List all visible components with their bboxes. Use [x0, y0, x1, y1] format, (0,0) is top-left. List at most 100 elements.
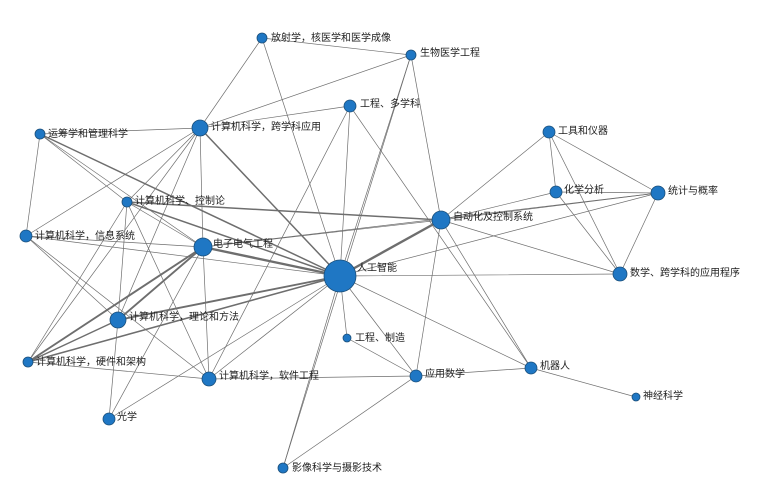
edge-robotics-neuro: [530, 367, 637, 398]
edge-instruments-stats: [548, 131, 659, 194]
edge-applied_math-eng_mfg: [346, 337, 417, 377]
node-neuro[interactable]: [631, 392, 641, 402]
edge-cs_sw-cs_hw: [27, 361, 210, 380]
edge-ai-auto: [338, 218, 443, 278]
edge-cs_theory-cs_info: [25, 235, 119, 321]
node-radiology[interactable]: [256, 32, 268, 44]
node-label-math-interdisc: 数学、跨学科的应用程序: [630, 266, 740, 279]
edge-ee-or: [39, 133, 204, 248]
edge-auto-biomed: [410, 54, 442, 221]
node-label-ee: 电子电气工程: [213, 237, 273, 250]
node-label-applied-math: 应用数学: [425, 367, 465, 380]
edge-ai-robotics: [339, 275, 532, 369]
edge-ai-optics: [108, 275, 341, 420]
edge-chem-stats: [555, 191, 659, 194]
edge-ai-biomed: [339, 54, 412, 277]
edge-instruments-math_interdisc: [548, 131, 621, 275]
edge-cs_control-cs_sw: [126, 201, 210, 380]
edge-cs_theory-cs_hw: [27, 319, 119, 363]
edge-robotics-eng_multi: [349, 105, 532, 369]
node-chem[interactable]: [549, 185, 563, 199]
node-label-cs-control: 计算机科学、控制论: [135, 194, 225, 207]
node-cs-interdisc[interactable]: [191, 119, 209, 137]
node-robotics[interactable]: [524, 361, 538, 375]
edge-cs_info-cs_sw: [25, 235, 210, 380]
node-label-biomed: 生物医学工程: [420, 46, 480, 59]
edge-ai-stats: [339, 192, 659, 277]
edge-ai-cs_interdisc: [199, 127, 341, 277]
node-label-robotics: 机器人: [540, 359, 570, 372]
node-optics[interactable]: [102, 412, 116, 426]
node-label-imaging: 影像科学与摄影技术: [292, 461, 382, 474]
edge-cs_theory-optics: [108, 319, 119, 420]
edge-applied_math-imaging: [282, 375, 417, 469]
node-label-chem: 化学分析: [564, 183, 604, 196]
edge-ee-cs_sw: [202, 246, 210, 380]
edge-cs_sw-applied_math: [208, 375, 417, 380]
edge-cs_sw-eng_multi: [208, 105, 351, 380]
edge-cs_interdisc-biomed: [199, 54, 412, 129]
node-label-neuro: 神经科学: [643, 389, 683, 402]
node-auto[interactable]: [431, 210, 451, 230]
node-applied-math[interactable]: [409, 369, 423, 383]
edge-cs_control-cs_hw: [27, 201, 128, 363]
edge-cs_interdisc-radiology: [199, 37, 263, 129]
edge-stats-ee: [202, 192, 659, 248]
node-label-instruments: 工具和仪器: [558, 125, 608, 137]
edge-ee-cs_interdisc: [199, 127, 204, 248]
node-label-or: 运筹学和管理科学: [48, 127, 128, 140]
edge-ai-applied_math: [339, 275, 417, 377]
node-label-cs-theory: 计算机科学，理论和方法: [129, 310, 239, 323]
node-math-interdisc[interactable]: [612, 266, 628, 282]
edge-auto-math_interdisc: [440, 219, 621, 275]
edge-cs_interdisc-cs_control: [126, 127, 201, 203]
node-ai[interactable]: [323, 259, 357, 293]
node-label-eng-multi: 工程、多学科: [360, 97, 420, 110]
edge-instruments-chem: [548, 131, 557, 193]
edge-ee-optics: [108, 246, 204, 420]
edges-layer: [25, 37, 659, 469]
node-cs-sw[interactable]: [201, 371, 217, 387]
edge-ee-cs_info: [25, 235, 204, 248]
node-label-radiology: 放射学，核医学和医学成像: [271, 31, 391, 44]
node-label-cs-info: 计算机科学，信息系统: [35, 229, 135, 242]
edge-auto-robotics: [440, 219, 532, 369]
node-or[interactable]: [34, 128, 46, 140]
node-cs-theory[interactable]: [109, 311, 127, 329]
edge-radiology-biomed: [261, 37, 412, 56]
edge-cs_interdisc-eng_multi: [199, 105, 351, 129]
node-eng-mfg[interactable]: [342, 333, 352, 343]
node-label-auto: 自动化及控制系统: [453, 210, 533, 223]
node-label-ai: 人工智能: [357, 261, 397, 274]
node-cs-control[interactable]: [121, 196, 133, 208]
edge-ai-cs_theory: [117, 275, 341, 321]
node-label-optics: 光学: [117, 410, 137, 423]
edge-ai-imaging: [282, 275, 341, 469]
edge-ai-cs_sw: [208, 275, 341, 380]
edge-auto-chem: [440, 191, 557, 221]
node-label-eng-mfg: 工程、制造: [355, 331, 405, 344]
edge-cs_interdisc-cs_info: [25, 127, 201, 237]
node-label-cs-interdisc: 计算机科学，跨学科应用: [211, 120, 321, 133]
edge-ee-cs_theory: [117, 246, 204, 321]
edge-robotics-applied_math: [415, 367, 532, 377]
edge-ai-eng_multi: [339, 105, 351, 277]
edge-ai-math_interdisc: [339, 273, 621, 277]
node-instruments[interactable]: [542, 125, 556, 139]
edge-ai-ee: [201, 245, 342, 278]
edge-auto-instruments: [440, 131, 550, 221]
edge-ee-cs_hw: [27, 246, 204, 363]
node-ee[interactable]: [193, 237, 213, 257]
edge-ai-cs_hw: [27, 275, 341, 363]
node-imaging[interactable]: [277, 462, 289, 474]
edge-cs_theory-cs_control: [117, 201, 128, 321]
edge-auto-applied_math: [415, 219, 442, 377]
edge-cs_control-or: [39, 133, 128, 203]
node-biomed[interactable]: [405, 49, 417, 61]
node-cs-hw[interactable]: [22, 356, 34, 368]
node-stats[interactable]: [650, 185, 666, 201]
node-cs-info[interactable]: [19, 229, 33, 243]
node-eng-multi[interactable]: [343, 99, 357, 113]
